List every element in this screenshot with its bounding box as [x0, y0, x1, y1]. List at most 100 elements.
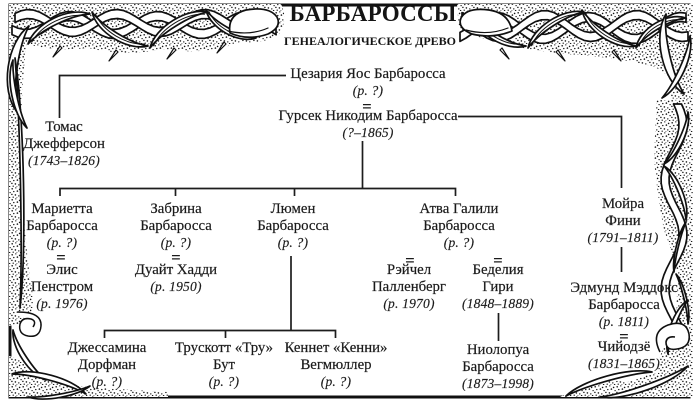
ornament-right-edge-leaf: [672, 221, 687, 273]
person-cesaria-name: Цезария Яос Барбаросса: [290, 66, 446, 82]
person-dwight-line1: Дуайт Хадди: [134, 262, 218, 278]
ornament-top-left-leaf-vein: [153, 13, 205, 47]
connector-gursek-moira: [458, 115, 623, 188]
connector-cesaria-thomas: [58, 74, 286, 118]
person-rachel: Рэйчел Палленберг (р. 1970): [329, 262, 489, 312]
marriage-sign-marietta-elis: =: [56, 248, 66, 267]
ornament-top-right-thorn: [555, 49, 566, 62]
ornament-top-right-ribbon-b: [461, 9, 689, 43]
person-zabrina-line1: Забрина: [150, 201, 202, 217]
person-thomas-line2: Джефферсон: [23, 136, 105, 152]
person-jessamina-line1: Джессамина: [67, 340, 147, 356]
person-kennet-line2: Вегмюллер: [300, 357, 372, 373]
stipple-corner-bl: [9, 356, 168, 397]
person-gursek-dates: (?–1865): [342, 125, 394, 140]
person-zabrina-line2: Барбаросса: [140, 218, 212, 234]
person-atva-line2: Барбаросса: [423, 218, 495, 234]
person-edmund-line2: Барбаросса: [588, 297, 660, 313]
person-bedelia-dates: (1848–1889): [462, 296, 534, 311]
person-truscott: Трускотт «Тру» Бут (р. ?): [144, 340, 304, 390]
ornament-top-right-thorn: [611, 49, 622, 62]
person-bedelia-line1: Беделия: [472, 262, 524, 278]
person-rachel-line2: Палленберг: [371, 279, 446, 295]
ornament-top-right-leaf: [635, 15, 687, 49]
person-bedelia: Беделия Гири (1848–1889): [418, 262, 578, 312]
person-chiyojo: Чийодзё (1831–1865): [544, 339, 700, 372]
marriage-sign-atva-bedelia: =: [493, 251, 503, 270]
person-zabrina-dates: (р. ?): [160, 235, 192, 250]
ornament-top-right-thorn: [499, 47, 510, 60]
ornament-top-left-leaf-vein: [31, 14, 87, 43]
ornament-top-left-thorn: [108, 49, 119, 62]
person-jessamina-line2: Дорфман: [77, 357, 137, 373]
person-atva: Атва Галили Барбаросса (р. ?): [379, 201, 539, 251]
person-moira-line2: Фини: [605, 213, 641, 229]
person-bedelia-line2: Гири: [482, 279, 514, 295]
person-thomas: Томас Джефферсон (1743–1826): [0, 119, 144, 169]
ornament-bottom-right-leaf-a: [565, 370, 653, 397]
ornament-top-left-leaf-vein: [94, 13, 146, 45]
ornament-top-left-thorn: [216, 41, 227, 54]
person-elis-line2: Пенстром: [30, 279, 94, 295]
connector-gen3-bar: [103, 329, 337, 338]
person-truscott-dates: (р. ?): [208, 374, 240, 389]
person-cesaria-dates: (р. ?): [352, 83, 384, 98]
person-gursek: Гурсек Никодим Барбаросса (?–1865): [248, 108, 488, 141]
connector-gen2-bar: [59, 187, 457, 196]
person-marietta-dates: (р. ?): [46, 235, 78, 250]
person-kennet-dates: (р. ?): [320, 374, 352, 389]
person-dwight: Дуайт Хадди (р. 1950): [96, 262, 256, 295]
person-elis-line1: Элис: [46, 262, 78, 278]
ornament-bottom-left-leaf-a: [11, 370, 87, 395]
person-kennet-line1: Кеннет «Кенни»: [284, 340, 388, 356]
ornament-top-right-corner-leaf-b: [661, 35, 692, 99]
page-title: БАРБАРОССЫ: [289, 1, 457, 26]
ornament-top-right-bowl: [459, 8, 513, 37]
person-zabrina: Забрина Барбаросса (р. ?): [96, 201, 256, 251]
page-subtitle: ГЕНЕАЛОГИЧЕСКОЕ ДРЕВО: [283, 34, 457, 48]
person-chiyojo-dates: (1831–1865): [588, 356, 660, 371]
ornament-top-left-bowl-line: [227, 27, 269, 34]
ornament-top-right-leaf-vein: [530, 13, 582, 47]
ornament-top-right-leaf-vein: [584, 11, 634, 45]
ornament-top-left-leaf: [91, 11, 149, 48]
person-thomas-dates: (1743–1826): [28, 153, 100, 168]
marriage-sign-edmund-chiyojo: =: [619, 327, 629, 346]
person-niolopua-line1: Ниолопуа: [466, 342, 530, 358]
person-rachel-dates: (р. 1970): [383, 296, 435, 311]
marriage-sign-zabrina-dwight: =: [171, 248, 181, 267]
ornament-top-right-corner-leaf: [658, 13, 685, 95]
person-atva-line1: Атва Галили: [419, 201, 499, 217]
ornament-bottom-right-spiral: [655, 322, 691, 353]
ornament-right-edge-leaf: [663, 111, 690, 165]
person-dwight-dates: (р. 1950): [150, 279, 202, 294]
person-lumen-line2: Барбаросса: [257, 218, 329, 234]
person-edmund-line1: Эдмунд Мэддокс: [570, 280, 678, 296]
tree-connectors: [58, 74, 623, 341]
ornament-top-right-leaf-vein: [638, 19, 684, 47]
ornament-top-left-leaf: [27, 11, 91, 45]
person-elis-dates: (р. 1976): [36, 296, 88, 311]
person-jessamina: Джессамина Дорфман (р. ?): [27, 340, 187, 390]
person-truscott-line1: Трускотт «Тру»: [174, 340, 274, 356]
person-rachel-line1: Рэйчел: [386, 262, 432, 278]
ornament-right-edge-leaf: [675, 273, 690, 325]
person-niolopua: Ниолопуа Барбаросса (1873–1998): [418, 342, 578, 392]
person-lumen-line1: Люмен: [270, 201, 316, 217]
marriage-sign-atva-rachel: =: [405, 251, 415, 270]
person-niolopua-line2: Барбаросса: [462, 359, 534, 375]
person-edmund-dates: (р. 1811): [598, 314, 650, 329]
person-marietta-line1: Мариетта: [31, 201, 93, 217]
person-jessamina-dates: (р. ?): [91, 374, 123, 389]
person-thomas-line1: Томас: [45, 119, 83, 135]
person-marietta-line2: Барбаросса: [26, 218, 98, 234]
person-chiyojo-line1: Чийодзё: [597, 339, 651, 355]
ornament-top-left-bowl: [228, 8, 280, 39]
marriage-sign-cesaria-gursek: =: [362, 97, 372, 116]
person-atva-dates: (р. ?): [443, 235, 475, 250]
person-cesaria: Цезария Яос Барбаросса (р. ?): [248, 66, 488, 99]
ornament-bottom-right-leaf-b: [599, 365, 689, 399]
person-lumen: Люмен Барбаросса (р. ?): [213, 201, 373, 251]
